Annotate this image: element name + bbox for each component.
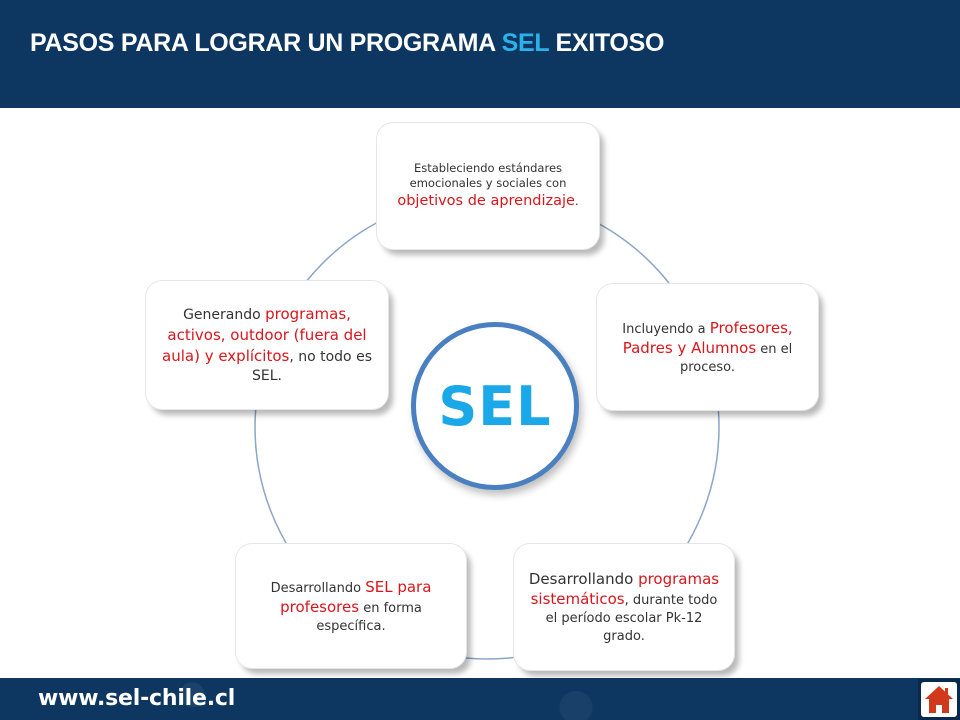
step-1-text-end: . <box>574 193 579 208</box>
step-box-4: Desarrollando SEL para profesores en for… <box>236 544 466 668</box>
title-text-part-2: EXITOSO <box>548 29 665 57</box>
step-box-3: Desarrollando programas sistemáticos, du… <box>514 544 734 670</box>
step-2-text-end: en el proceso. <box>679 342 793 375</box>
step-2-text: Incluyendo a <box>622 321 710 337</box>
step-3-highlight: programas sistemáticos <box>530 569 720 609</box>
step-text-3: Desarrollando programas sistemáticos, du… <box>528 569 720 645</box>
step-box-2: Incluyendo a Profesores, Padres y Alumno… <box>597 284 818 410</box>
step-box-1: Estableciendo estándares emocionales y s… <box>377 123 599 249</box>
step-4-text: Desarrollando <box>270 580 366 596</box>
center-label: SEL <box>438 374 552 438</box>
title-highlight: SEL <box>501 29 550 57</box>
title-text-part-1: PASOS PARA LOGRAR UN PROGRAMA <box>30 29 502 57</box>
step-5-highlight: programas, activos, outdoor (fuera del a… <box>162 305 367 365</box>
website-link[interactable]: www.sel-chile.cl <box>38 686 236 711</box>
step-5-text: Generando <box>183 307 266 324</box>
step-2-highlight: Profesores, Padres y Alumnos <box>622 318 793 358</box>
step-box-5: Generando programas, activos, outdoor (f… <box>146 281 388 409</box>
sel-cycle-diagram: Estableciendo estándares emocionales y s… <box>0 108 960 678</box>
step-text-5: Generando programas, activos, outdoor (f… <box>160 304 374 386</box>
step-3-text-end: , durante todo el período escolar Pk-12 … <box>545 593 718 644</box>
center-circle: SEL <box>411 322 579 490</box>
home-button[interactable] <box>918 679 960 720</box>
step-1-highlight: objetivos de aprendizaje <box>397 192 575 209</box>
step-4-highlight: SEL para profesores <box>280 577 432 617</box>
step-4-text-end: en forma específica. <box>316 601 422 634</box>
step-5-text-end: , no todo es SEL. <box>252 349 372 384</box>
page-title: PASOS PARA LOGRAR UN PROGRAMA SEL EXITOS… <box>30 29 664 58</box>
header-bar <box>0 0 960 108</box>
step-3-text: Desarrollando <box>528 569 639 588</box>
step-text-4: Desarrollando SEL para profesores en for… <box>250 577 452 636</box>
step-1-text: Estableciendo estándares emocionales y s… <box>409 160 567 191</box>
step-text-1: Estableciendo estándares emocionales y s… <box>391 161 585 212</box>
footer-bar <box>0 678 960 720</box>
home-icon <box>921 682 957 717</box>
step-text-2: Incluyendo a Profesores, Padres y Alumno… <box>611 318 804 377</box>
